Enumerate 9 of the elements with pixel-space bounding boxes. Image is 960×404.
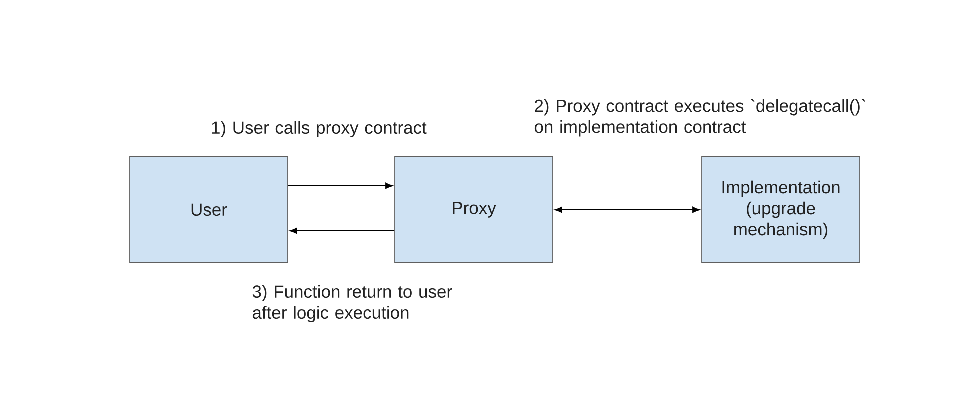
annotation-text: 3) Function return to user after logic execution [252, 285, 452, 323]
annotation-text: 2) Proxy contract executes `delegatecall()` on implementation contract [534, 99, 866, 137]
arrow [288, 182, 394, 190]
process-box: Implementation (upgrade mechanism) [702, 156, 860, 264]
process-box: Proxy [394, 156, 554, 264]
process-box: User [130, 156, 288, 264]
annotation-text: 1) User calls proxy contract [212, 121, 427, 138]
arrow [554, 206, 700, 214]
arrow [290, 228, 396, 234]
